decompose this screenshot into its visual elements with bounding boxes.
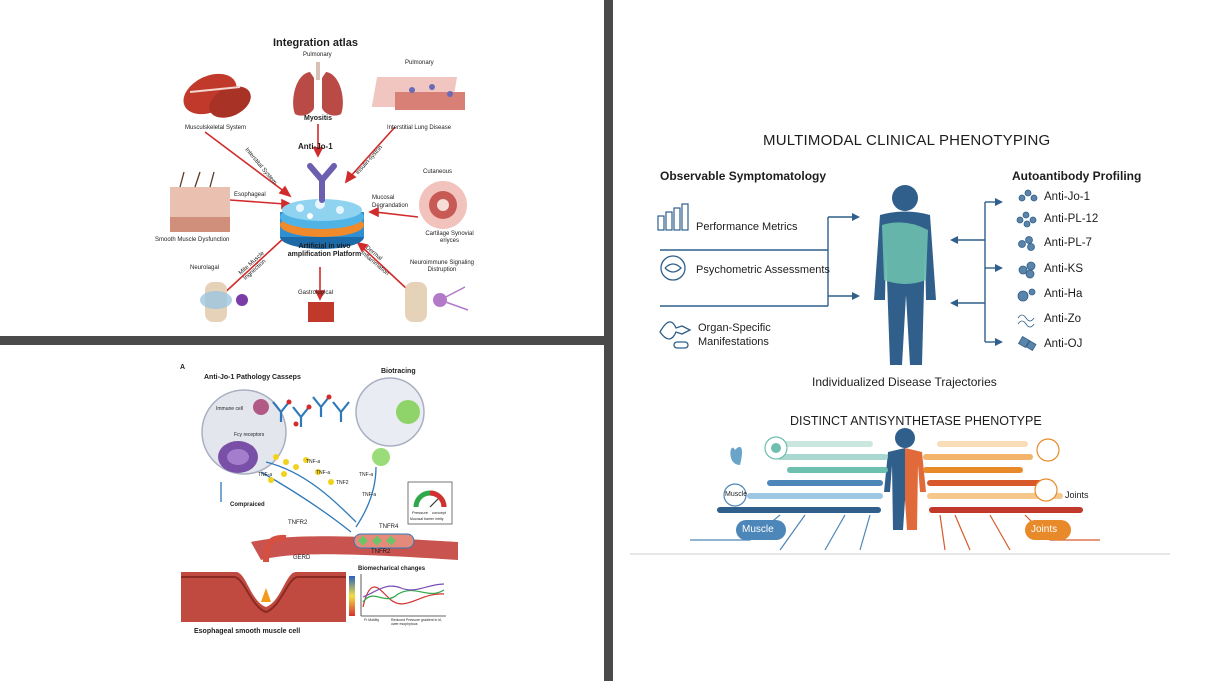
- label-tnf-2: TNF-a: [258, 472, 273, 478]
- joints-pill: Joints: [1031, 524, 1058, 535]
- atlas-title: Integration atlas: [273, 37, 358, 49]
- integration-atlas-panel: Integration atlas Pulmonary Myositis Pul…: [150, 32, 483, 322]
- label-biomech: Biomecharical changes: [358, 566, 426, 572]
- atlas-illustration: [170, 62, 469, 322]
- phenotyping-illustration: [630, 185, 1170, 555]
- label-gerd: GERD: [293, 555, 311, 561]
- human-body: [874, 185, 936, 365]
- joints-small-label: Joints: [1065, 490, 1089, 500]
- antibody-oj: Anti-OJ: [1044, 338, 1083, 350]
- label-pulmonary-top: Pulmonary: [303, 52, 332, 58]
- pathology-panel: A Anti-Jo-1 Pathology Casseps Biotracing…: [176, 362, 458, 638]
- label-tnfr2-a: TNFR2: [288, 520, 308, 526]
- label-gastrological: Gastrolugical: [298, 290, 334, 296]
- panel-letter: A: [180, 364, 186, 371]
- platform-stack: [280, 199, 364, 249]
- joints-pill-shape: [1025, 520, 1071, 540]
- label-compraiced: Compraiced: [230, 502, 265, 508]
- antibody-pl12: Anti-PL-12: [1044, 213, 1099, 225]
- label-tnf-5: TNF-a: [359, 472, 374, 478]
- muscle-pill-shape: [736, 520, 786, 540]
- pathology-illustration: [181, 377, 458, 622]
- antibody-pl7: Anti-PL-7: [1044, 237, 1092, 249]
- left-heading: Observable Symptomatology: [660, 169, 827, 183]
- biomech-x-right: Reduced Pressure gradient in lrl, ower e…: [391, 618, 442, 626]
- antibody-zo: Anti-Zo: [1044, 313, 1082, 325]
- label-immune-cell: Immune cell: [216, 406, 243, 412]
- trajectories-label: Individualized Disease Trajectories: [812, 375, 997, 389]
- label-neuroimmune: Neuroimmune Signaling Distruption: [409, 260, 475, 273]
- label-tnf-1: TNF-a: [306, 459, 321, 465]
- molecule-icon-right: [1036, 438, 1060, 462]
- muscle-small-label: Muscle: [725, 491, 748, 498]
- label-mucosal: Mucosal Degrandation: [372, 195, 409, 209]
- left-item-psychometric: Psychometric Assessments: [696, 264, 830, 276]
- pathology-footer: Esophageal smooth muscle cell: [194, 628, 301, 635]
- label-smooth-muscle: Smooth Muscle Dysfunction: [155, 237, 230, 243]
- label-interstitial-lung: Interstitial Lung Disease: [387, 125, 452, 131]
- label-tnf-6: TNF-a: [362, 492, 377, 498]
- label-anti-jo1: Anti-Jo-1: [298, 142, 333, 151]
- label-neurolagal: Neurolagal: [190, 265, 220, 271]
- lungs-icon: [293, 62, 343, 116]
- left-item-manifestations: Manifestations: [698, 336, 769, 348]
- label-platform: Artificial in vivo amplification Platfor…: [287, 243, 362, 258]
- label-pulmonary-right: Pulmonary: [405, 60, 434, 66]
- gastro-icon: [308, 302, 334, 322]
- phenotyping-panel: MULTIMODAL CLINICAL PHENOTYPING Observab…: [630, 120, 1170, 555]
- lungs-small-icon: [730, 446, 743, 465]
- label-cutaneous: Cutaneous: [423, 169, 453, 175]
- antibody-jo1: Anti-Jo-1: [1044, 191, 1091, 203]
- label-myositis: Myositis: [304, 115, 333, 122]
- gauge-pressure: Pressure: [412, 510, 429, 515]
- antibody-y: [307, 163, 337, 203]
- antibody-ha: Anti-Ha: [1044, 288, 1083, 300]
- skin-icon: [170, 171, 230, 232]
- muscle-round-icon: [723, 483, 747, 507]
- gauge-concept: concept: [432, 510, 447, 515]
- antibody-ks: Anti-KS: [1044, 263, 1083, 275]
- pathology-title: Anti-Jo-1 Pathology Casseps: [204, 374, 301, 381]
- organ-icon: [659, 321, 692, 349]
- label-esophageal: Esophageal: [234, 192, 266, 198]
- biomech-x-left: Fr Motility: [364, 618, 380, 622]
- muscle-icon: [183, 73, 251, 118]
- distinct-title: DISTINCT ANTISYNTHETASE PHENOTYPE: [790, 414, 1042, 428]
- muscle-pill: Muscle: [742, 524, 774, 535]
- label-cartilage: Cartilage Synovial eriyces: [425, 231, 474, 244]
- phenotyping-title: MULTIMODAL CLINICAL PHENOTYPING: [763, 132, 1051, 149]
- cutaneous-icon: [419, 181, 467, 229]
- label-tnf-4: TNF2: [336, 480, 349, 486]
- label-tnf-3: TNF-a: [316, 470, 331, 476]
- label-fcy: Fcy receptors: [234, 432, 265, 438]
- right-heading: Autoantibody Profiling: [1012, 169, 1142, 183]
- split-body: [884, 428, 926, 530]
- label-biotracing: Biotracing: [381, 368, 416, 375]
- label-tnfr2-b: TNFR2: [371, 549, 391, 555]
- label-tnfr4: TNFR4: [379, 524, 399, 530]
- left-item-performance: Performance Metrics: [696, 221, 798, 233]
- lung-tissue-icon: [371, 77, 465, 110]
- horizontal-divider: [0, 336, 606, 345]
- neuron-icon: [405, 282, 469, 322]
- joints-round-icon: [1034, 478, 1058, 502]
- gauge-caption: Mucosal barrier intrity: [410, 517, 444, 521]
- left-item-organ: Organ-Specific: [698, 322, 771, 334]
- joint-icon: [200, 282, 248, 322]
- vertical-divider: [604, 0, 613, 681]
- bar-chart-icon: [657, 203, 689, 231]
- label-musculoskeletal: Musculskeletal System: [185, 125, 247, 131]
- brain-icon: [660, 255, 686, 281]
